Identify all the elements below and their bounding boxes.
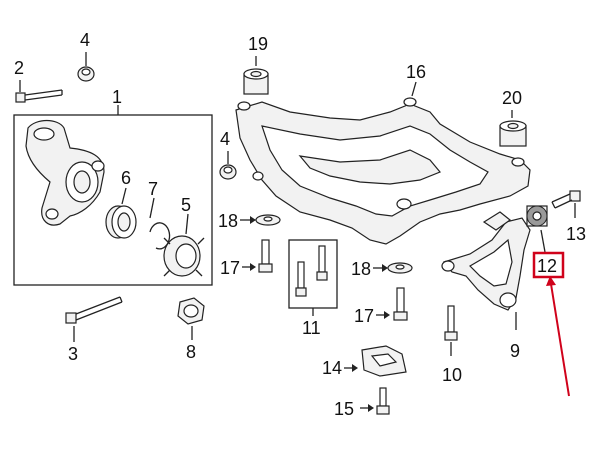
leader-7 [149,197,155,219]
bolt-10 [444,305,458,341]
knuckle-group-box [13,114,213,286]
bolt-17-upper [258,239,273,273]
bolt-set-11 [295,245,328,297]
callout-18-upper: 18 [218,211,238,231]
hub-nut-8 [177,297,205,325]
arrow-18-upper [250,216,256,224]
bolt-set-11-box [288,239,338,309]
highlight-box-12 [532,251,565,279]
callout-14: 14 [322,358,342,378]
nut-4-mid [219,164,237,180]
callout-11: 11 [302,318,321,338]
bolt-17-lower [393,287,408,321]
bolt-2 [15,89,63,103]
callout-6: 6 [121,168,131,188]
arrow-15 [368,404,374,412]
callout-17-upper: 17 [220,258,240,278]
steering-knuckle [25,119,105,226]
arrow-17-lower [384,311,390,319]
callout-8: 8 [186,342,196,362]
bolt-3 [65,296,123,324]
callout-19: 19 [248,34,268,54]
callout-13: 13 [566,224,586,244]
callout-3: 3 [68,344,78,364]
leader-12 [540,229,546,253]
callout-18-lower: 18 [351,259,371,279]
callout-5: 5 [181,195,191,215]
snap-ring [149,222,171,250]
leader-5 [185,213,189,235]
bushing-12 [526,205,548,227]
callout-15: 15 [334,399,354,419]
pointer-arrowhead [546,276,556,286]
washer-18-upper [255,214,281,226]
front-subframe [235,97,531,245]
leader-16 [411,81,417,97]
callout-1: 1 [112,87,122,107]
arrow-14 [352,364,358,372]
bushing-20 [499,120,527,147]
callout-16: 16 [406,62,426,82]
leader-6 [121,187,127,205]
callout-2: 2 [14,58,24,78]
wheel-hub [163,235,205,277]
washer-18-lower [387,262,413,274]
callout-4-mid: 4 [220,129,230,149]
bushing-19 [243,68,269,95]
callout-17-lower: 17 [354,306,374,326]
callout-4-top: 4 [80,30,90,50]
callout-20: 20 [502,88,522,108]
bolt-13 [551,190,581,209]
lower-control-arm [441,211,531,311]
callout-12: 12 [537,256,557,276]
bracket-14 [361,345,407,377]
arrow-18-lower [382,264,388,272]
pointer-arrow [550,283,570,397]
wheel-bearing [105,205,137,239]
callout-7: 7 [148,179,158,199]
nut-4-top [77,66,95,82]
bolt-15 [376,387,390,415]
callout-10: 10 [442,365,462,385]
arrow-17-upper [250,263,256,271]
callout-9: 9 [510,341,520,361]
